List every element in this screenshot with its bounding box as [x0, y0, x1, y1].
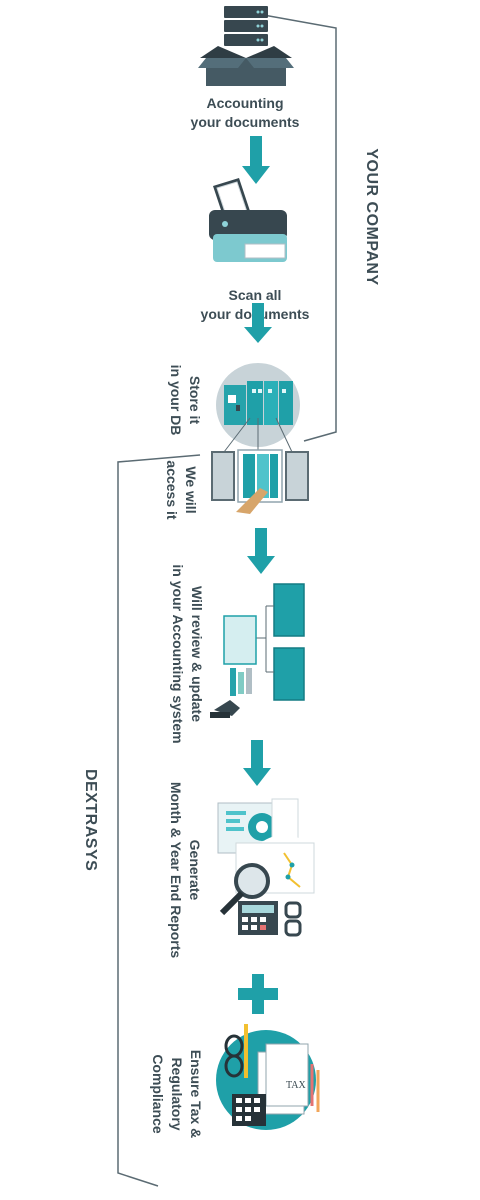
arrow-down-icon	[242, 136, 270, 184]
connector-lines	[223, 417, 293, 453]
accounting-system-icon	[210, 583, 305, 718]
plus-icon	[238, 974, 278, 1014]
your-company-label: YOUR COMPANY	[363, 148, 380, 286]
arrow-down-icon	[244, 303, 272, 343]
access-cards-icon	[211, 449, 309, 514]
tax-label: TAX	[286, 1080, 307, 1091]
step-store-label: Store it in your DB	[168, 364, 203, 436]
database-rack-icon	[216, 363, 300, 447]
step-ensure-label: Ensure Tax & Regulatory Compliance	[150, 1049, 204, 1139]
step-access-label: We will access it	[164, 460, 199, 520]
step-generate-label: Generate Month & Year End Reports	[168, 781, 203, 959]
step-review-label: Will review & update in your Accounting …	[170, 564, 205, 744]
server-box-icon	[198, 6, 294, 86]
scanner-icon	[209, 178, 287, 262]
tax-compliance-icon: TAX	[216, 1024, 320, 1130]
step-accounting-label: Accounting your documents	[190, 95, 300, 130]
arrow-down-icon	[247, 528, 275, 574]
reports-analysis-icon	[217, 798, 322, 937]
arrow-down-icon	[243, 740, 271, 786]
dextrasys-label: DEXTRASYS	[82, 769, 99, 872]
